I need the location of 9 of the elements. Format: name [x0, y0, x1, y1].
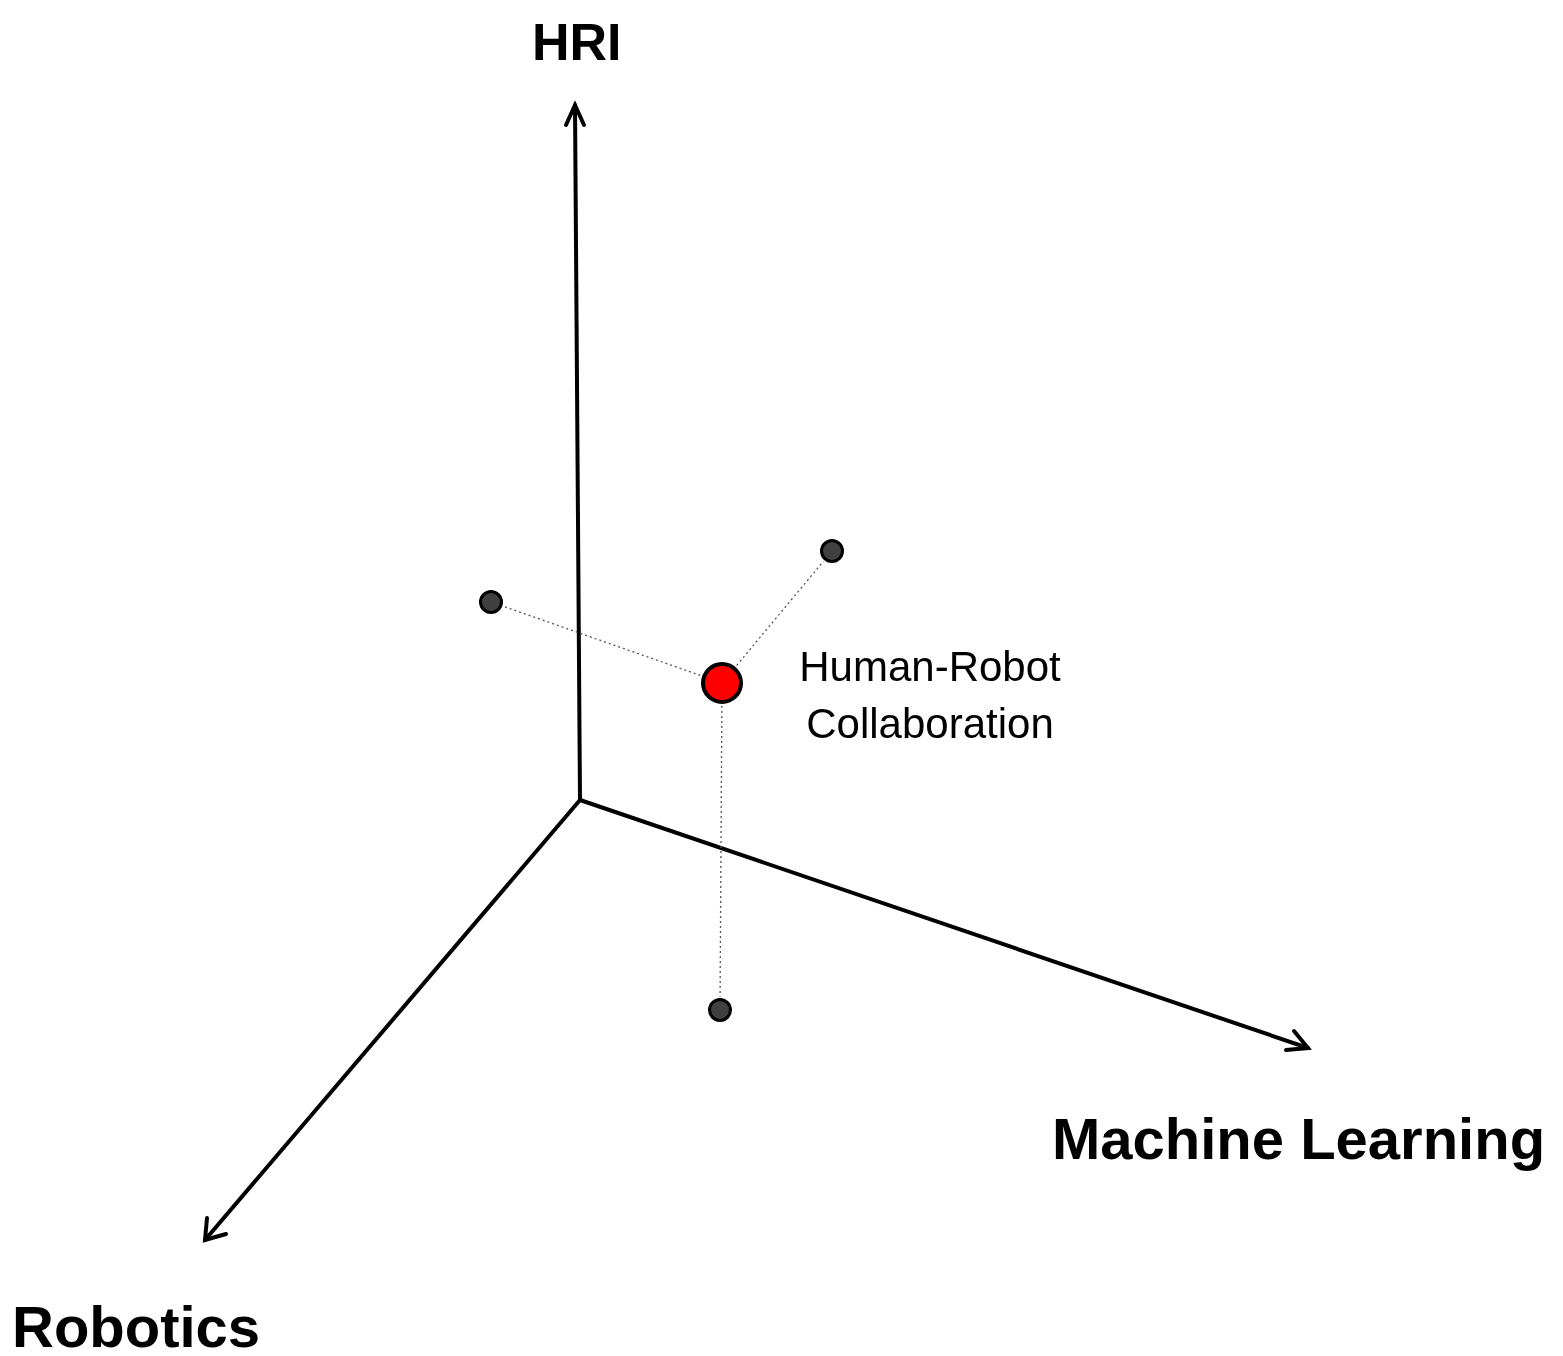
axis-label: HRI — [532, 16, 622, 68]
data-point — [479, 590, 503, 614]
axis-label: Robotics — [12, 1298, 261, 1356]
data-point — [820, 539, 844, 563]
point-caption: Human-Robot Collaboration — [798, 642, 1062, 749]
dotted-connector — [503, 605, 701, 677]
dotted-connector — [736, 560, 824, 666]
data-point — [708, 998, 732, 1022]
highlighted-point — [701, 662, 743, 704]
